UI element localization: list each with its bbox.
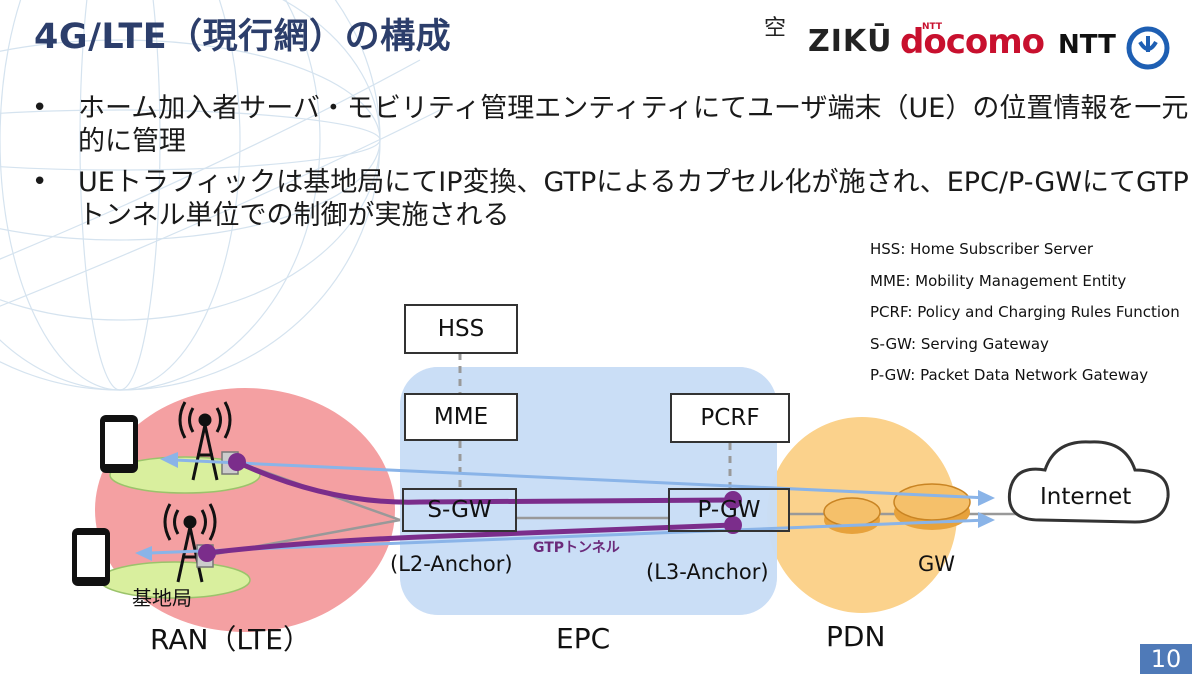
legend-item-mme: MME: Mobility Management Entity [870, 271, 1127, 290]
gtp-tunnel-lines [204, 459, 736, 556]
epc-region-label: EPC [556, 622, 611, 655]
page-number: 10 [1140, 644, 1192, 674]
smartphone-icon [100, 415, 138, 473]
user-traffic-flow-arrows [149, 458, 989, 555]
gw-label: GW [918, 552, 956, 576]
smartphone-icon [72, 528, 110, 586]
gtp-tunnel-label: GTPトンネル [533, 540, 620, 556]
mme-node: MME [404, 393, 518, 441]
base-station-label: 基地局 [132, 586, 192, 610]
legend-item-hss: HSS: Home Subscriber Server [870, 240, 1094, 258]
internet-label: Internet [1040, 484, 1132, 510]
bullet-item: ホーム加入者サーバ・モビリティ管理エンティティにてユーザ端末（UE）の位置情報を… [30, 92, 1190, 158]
router-icon [823, 497, 881, 534]
pgw-node: P-GW [668, 488, 790, 532]
ziku-logo: ZIKŪ [808, 24, 893, 59]
kuu-logo-kanji: 空 [763, 16, 786, 41]
pdn-region-label: PDN [826, 620, 886, 653]
legend-item-sgw: S-GW: Serving Gateway [870, 334, 1049, 353]
abbreviation-legend: HSS: Home Subscriber Server MME: Mobilit… [870, 238, 1200, 396]
page-title: 4G/LTE（現行網）の構成 [34, 17, 452, 57]
hss-node: HSS [404, 304, 518, 354]
sgw-node: S-GW [402, 488, 517, 532]
bullet-item: UEトラフィックは基地局にてIP変換、GTPによるカプセル化が施され、EPC/P… [30, 166, 1190, 232]
ntt-logo: NTT [1058, 30, 1116, 60]
pgw-anchor-label: (L3-Anchor) [646, 560, 769, 584]
sgw-anchor-label: (L2-Anchor) [390, 552, 513, 576]
ran-region-label: RAN（LTE） [150, 623, 311, 656]
internet-cloud-icon [1007, 440, 1170, 524]
docomo-logo: docomo [900, 22, 1045, 62]
bullet-list: ホーム加入者サーバ・モビリティ管理エンティティにてユーザ端末（UE）の位置情報を… [30, 92, 1190, 240]
legend-item-pgw: P-GW: Packet Data Network Gateway [870, 366, 1149, 384]
docomo-ntt-mark: NTT [922, 22, 943, 32]
pcrf-node: PCRF [670, 393, 790, 443]
legend-item-pcrf: PCRF: Policy and Charging Rules Function [870, 303, 1180, 321]
ntt-globe-icon [1126, 26, 1170, 70]
